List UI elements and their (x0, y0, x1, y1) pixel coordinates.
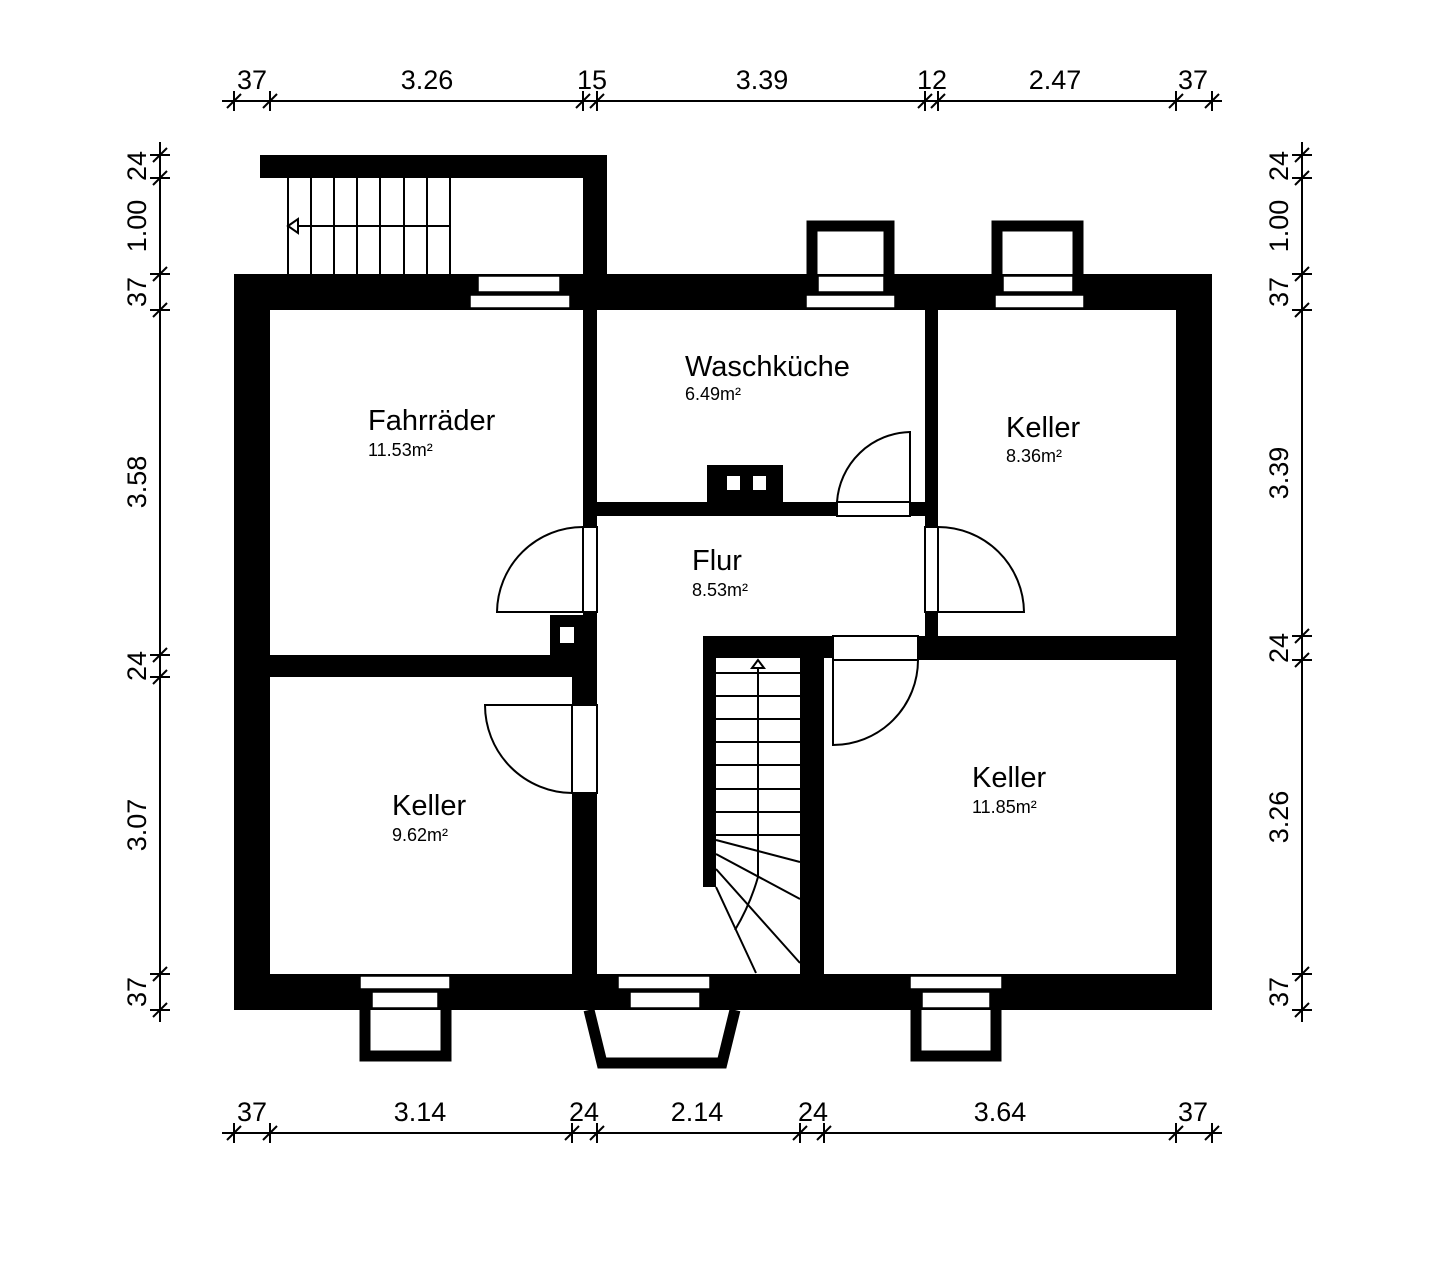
dimension-tick (1168, 91, 1184, 111)
dim-label: 3.26 (1264, 791, 1294, 844)
dimension-tick (150, 302, 170, 318)
dimension-tick (1292, 170, 1312, 186)
dimensions-left: 24 1.00 37 3.58 24 3.07 37 (122, 151, 152, 1007)
dimension-tick (226, 91, 242, 111)
windows (359, 275, 1085, 1009)
dimension-tick (575, 91, 591, 111)
dimension-tick (150, 266, 170, 282)
dimension-lines (150, 91, 1312, 1143)
light-wells (359, 220, 1084, 1069)
dim-label: 37 (237, 1097, 267, 1127)
dimension-tick (1292, 266, 1312, 282)
dimension-tick (1292, 1002, 1312, 1018)
dimensions-top: 37 3.26 15 3.39 12 2.47 37 (237, 65, 1208, 95)
room-name: Fahrräder (368, 405, 496, 437)
walls (234, 155, 1212, 1010)
doors (483, 430, 1026, 794)
room-name: Keller (392, 790, 466, 822)
dim-label: 1.00 (1264, 200, 1294, 253)
dim-label: 3.58 (122, 456, 152, 509)
dimension-tick (1292, 302, 1312, 318)
room-labels: Fahrräder 11.53m² Waschküche 6.49m² Kell… (368, 351, 1080, 845)
room-area: 8.53m² (692, 580, 748, 600)
dim-label: 3.39 (1264, 447, 1294, 500)
dimensions-right: 24 1.00 37 3.39 24 3.26 37 (1264, 151, 1294, 1007)
dimension-tick (1168, 1123, 1184, 1143)
dim-label: 37 (1178, 65, 1208, 95)
dim-label: 37 (122, 277, 152, 307)
dim-label: 37 (1264, 277, 1294, 307)
dimension-tick (917, 91, 933, 111)
dim-label: 24 (1264, 633, 1294, 663)
stair-arrow-icon (750, 658, 766, 669)
dim-label: 3.64 (974, 1097, 1027, 1127)
dimension-tick (1292, 147, 1312, 163)
dimension-tick (1204, 1123, 1220, 1143)
dimension-tick (816, 1123, 832, 1143)
room-name: Keller (972, 762, 1046, 794)
dim-label: 15 (577, 65, 607, 95)
chimney-flues (560, 476, 766, 643)
dim-label: 2.47 (1029, 65, 1082, 95)
dimension-tick (150, 669, 170, 685)
dim-label: 3.07 (122, 799, 152, 852)
room-area: 11.53m² (368, 440, 433, 460)
dim-label: 24 (1264, 151, 1294, 181)
dimension-tick (262, 1123, 278, 1143)
dimension-tick (150, 1002, 170, 1018)
dimension-tick (564, 1123, 580, 1143)
exterior-stair (286, 178, 451, 274)
dimensions-bottom: 37 3.14 24 2.14 24 3.64 37 (237, 1097, 1208, 1127)
dimension-tick (150, 170, 170, 186)
dimension-tick (792, 1123, 808, 1143)
dim-label: 37 (122, 977, 152, 1007)
room-area: 11.85m² (972, 797, 1037, 817)
dim-label: 1.00 (122, 200, 152, 253)
dimension-tick (150, 147, 170, 163)
dim-label: 3.14 (394, 1097, 447, 1127)
room-name: Keller (1006, 412, 1080, 444)
room-name: Waschküche (685, 351, 850, 383)
dim-label: 12 (917, 65, 947, 95)
dimension-tick (589, 1123, 605, 1143)
room-area: 8.36m² (1006, 446, 1062, 466)
dimension-tick (930, 91, 946, 111)
room-area: 6.49m² (685, 384, 741, 404)
dimension-tick (1292, 628, 1312, 644)
room-name: Flur (692, 545, 742, 577)
dim-label: 37 (1264, 977, 1294, 1007)
dimension-tick (262, 91, 278, 111)
dimension-tick (150, 647, 170, 663)
stair-arrow-icon (286, 217, 299, 235)
dim-label: 24 (798, 1097, 828, 1127)
dim-label: 3.39 (736, 65, 789, 95)
dimension-tick (1292, 966, 1312, 982)
dimension-tick (1204, 91, 1220, 111)
dim-label: 3.26 (401, 65, 454, 95)
dimension-tick (589, 91, 605, 111)
dimension-tick (1292, 652, 1312, 668)
dim-label: 24 (569, 1097, 599, 1127)
room-area: 9.62m² (392, 825, 448, 845)
dim-label: 37 (237, 65, 267, 95)
dim-label: 24 (122, 651, 152, 681)
interior-stair (715, 658, 801, 974)
dimension-tick (150, 966, 170, 982)
dimension-tick (226, 1123, 242, 1143)
dim-label: 24 (122, 151, 152, 181)
dim-label: 2.14 (671, 1097, 724, 1127)
dim-label: 37 (1178, 1097, 1208, 1127)
